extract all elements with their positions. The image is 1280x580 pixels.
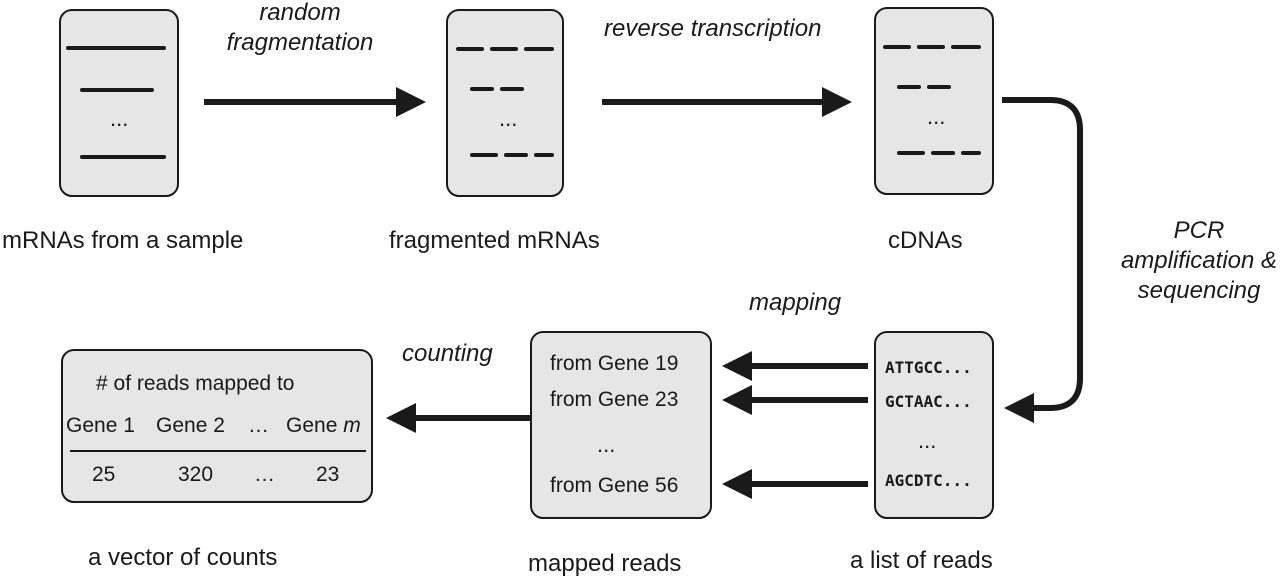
mapped-row: from Gene 23 [550,388,679,411]
mapped-row: from Gene 56 [550,474,679,497]
step-pcr: PCR amplification & sequencing [1118,216,1280,306]
vector-column: Gene 2 [156,414,225,437]
step-line: fragmentation [226,29,374,56]
vector-count: 25 [92,463,116,486]
mapped-reads-box [530,331,712,519]
vector-count: 320 [178,463,214,486]
step-counting: counting [402,340,493,367]
vector-caption: a vector of counts [88,544,278,571]
mrna-strands [66,46,166,159]
read-sequence: GCTAAC... [885,392,972,411]
fragment-strands [456,47,554,157]
step-random-fragmentation: random fragmentation [200,0,400,58]
vector-column-label: Gene [286,414,338,437]
cdna-caption: cDNAs [888,227,963,254]
fragmented-caption: fragmented mRNAs [389,227,600,254]
cdna-strands [883,45,981,155]
cdna-box [874,7,994,195]
step-line: PCR [1173,217,1225,244]
vector-column: Gene 1 [66,414,135,437]
step-reverse-transcription: reverse transcription [604,15,822,42]
vector-column-last: Gene m [286,414,361,438]
arrow-pcr-sequencing [1002,97,1083,423]
fragmented-ellipsis: ... [499,106,518,131]
read-sequence: AGCDTC... [885,471,972,490]
mapped-ellipsis: ... [597,432,616,457]
step-mapping: mapping [749,289,842,316]
reads-ellipsis: ... [918,428,937,453]
vector-count: 23 [316,463,340,486]
cdna-ellipsis: ... [927,104,946,129]
vector-column-variable: m [343,414,361,437]
mapped-caption: mapped reads [528,550,682,577]
reads-caption: a list of reads [850,547,993,574]
step-line: amplification & [1120,247,1278,274]
mrna-box [59,9,179,197]
vector-column: … [248,414,269,437]
arrows [204,87,1083,499]
mrna-caption: mRNAs from a sample [2,227,244,254]
mrna-ellipsis: ... [110,106,129,131]
mapped-row: from Gene 19 [550,352,679,375]
step-line: random [259,0,341,26]
vector-header: # of reads mapped to [96,372,295,395]
read-sequence: ATTGCC... [885,358,972,377]
vector-count: … [254,463,275,486]
reads-box [874,331,994,519]
fragmented-box [446,9,564,197]
step-line: sequencing [1137,277,1261,304]
vector-box [61,349,373,503]
